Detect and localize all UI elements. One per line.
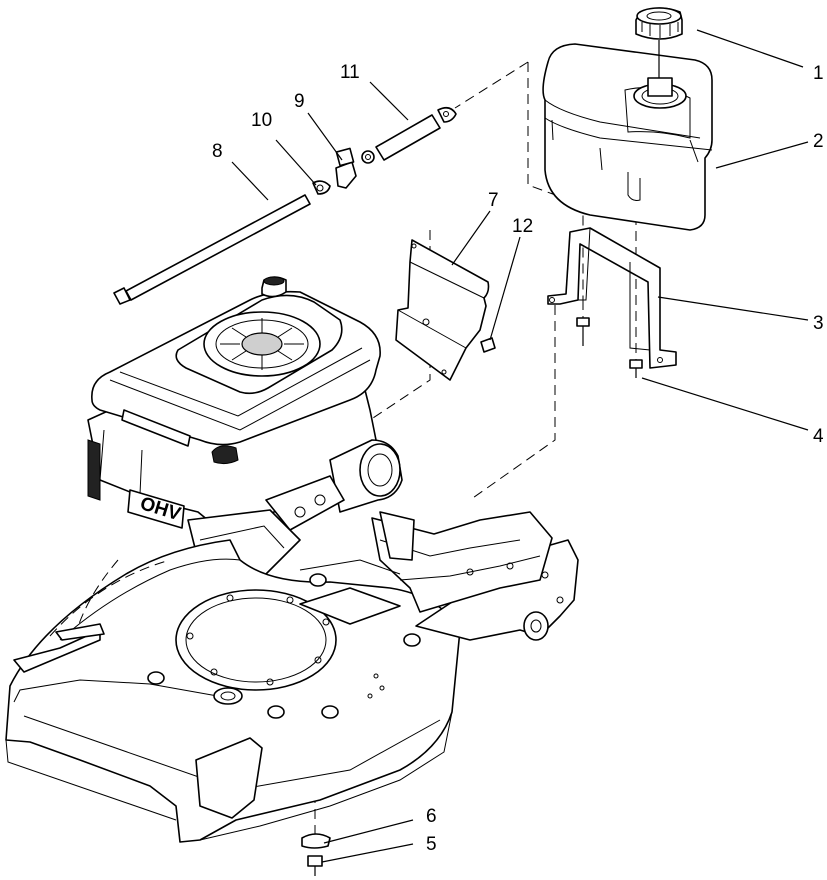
callout-9: 9 <box>294 91 305 112</box>
mower-deck <box>5 511 579 843</box>
heat-shield <box>395 239 490 381</box>
tank-bracket <box>547 227 677 369</box>
deck-bolt-and-washer <box>301 833 331 876</box>
callout-3: 3 <box>813 313 824 334</box>
callout-4: 4 <box>813 426 824 447</box>
callout-2: 2 <box>813 131 824 152</box>
callout-1: 1 <box>813 63 824 84</box>
engine: OHV <box>87 276 403 581</box>
callout-8: 8 <box>212 141 223 162</box>
callout-12: 12 <box>512 216 533 237</box>
callout-10: 10 <box>251 110 272 131</box>
fuel-line-assembly <box>113 106 457 305</box>
callout-5: 5 <box>426 834 437 855</box>
tank-bolts <box>576 317 643 378</box>
callout-labels: 1 2 3 4 5 6 7 8 9 10 11 12 <box>212 62 824 855</box>
callout-6: 6 <box>426 806 437 827</box>
callout-11: 11 <box>340 62 360 83</box>
fuel-cap <box>635 7 683 78</box>
fuel-tank <box>542 43 713 231</box>
callout-7: 7 <box>488 190 499 211</box>
shield-screw <box>480 337 496 353</box>
leader-lines <box>231 29 809 863</box>
